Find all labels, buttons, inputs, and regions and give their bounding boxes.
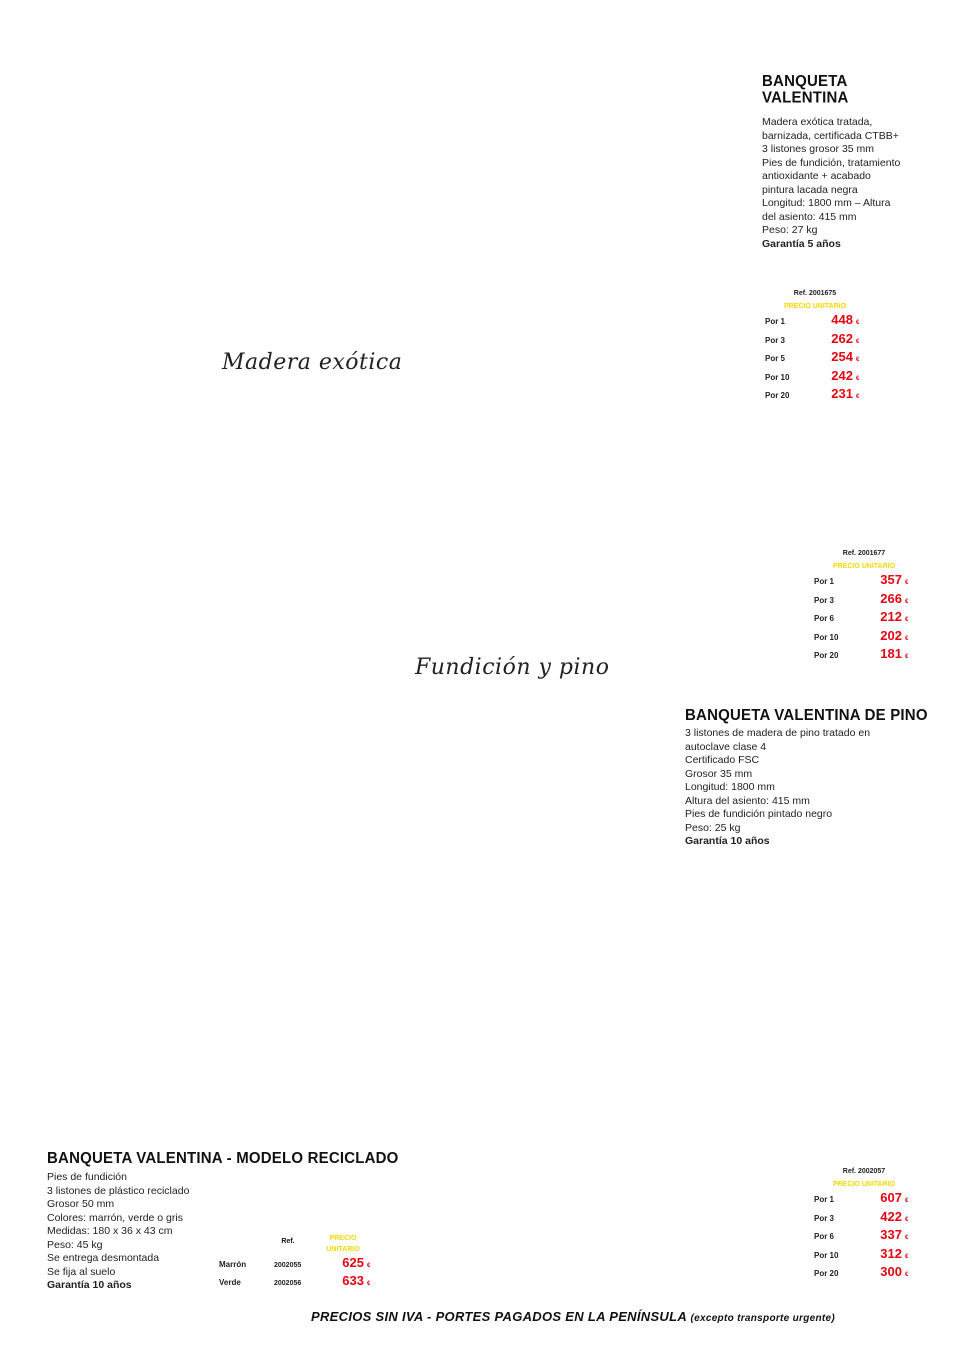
product1-caption: Madera exótica <box>222 350 403 375</box>
product1-description: Madera exótica tratada, barnizada, certi… <box>762 116 901 250</box>
footer-small: (excepto transporte urgente) <box>690 1313 836 1324</box>
color-table-unit-header: PRECIO UNITARIO <box>326 1235 360 1253</box>
product1-title: BANQUETA VALENTINA <box>762 72 849 107</box>
product3-title: BANQUETA VALENTINA - MODELO RECICLADO <box>47 1149 399 1168</box>
product3-guarantee: Garantía 10 años <box>47 1279 132 1291</box>
product2-guarantee: Garantía 10 años <box>685 835 770 847</box>
footer-note: PRECIOS SIN IVA - PORTES PAGADOS EN LA P… <box>311 1309 835 1324</box>
product2-caption: Fundición y pino <box>415 655 610 680</box>
product1-guarantee: Garantía 5 años <box>762 237 841 250</box>
product3-ref: Ref. 2002057 <box>842 1168 886 1175</box>
product2-ref: Ref. 2001677 <box>842 550 886 557</box>
product1-ref: Ref. 2001675 <box>793 290 837 297</box>
product2-unit-label: PRECIO UNITARIO <box>832 563 896 570</box>
product1-unit-label: PRECIO UNITARIO <box>783 303 847 310</box>
product2-title: BANQUETA VALENTINA DE PINO <box>685 706 928 725</box>
product3-unit-label: PRECIO UNITARIO <box>832 1181 896 1188</box>
color-table-ref-header: Ref. <box>281 1238 295 1245</box>
product3-description: Pies de fundición 3 listones de plástico… <box>47 1171 190 1291</box>
product2-description: 3 listones de madera de pino tratado en … <box>685 727 871 847</box>
footer-main: PRECIOS SIN IVA - PORTES PAGADOS EN LA P… <box>311 1309 687 1324</box>
